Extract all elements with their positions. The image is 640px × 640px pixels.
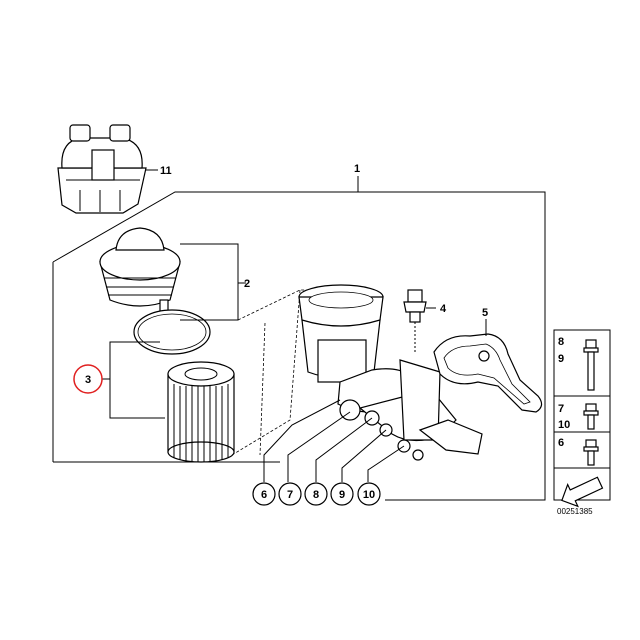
highlight-circle-3 <box>73 364 103 394</box>
label-6: 6 <box>261 489 267 501</box>
assembly-frame <box>52 176 546 501</box>
label-3: 3 <box>85 374 91 386</box>
filter-cap <box>99 227 211 355</box>
legend-label-7: 7 <box>558 403 564 415</box>
oil-pressure-sensor <box>403 289 427 352</box>
callout-8: 8 <box>304 482 328 506</box>
oil-filter-housing <box>298 284 483 461</box>
callout-10: 10 <box>357 482 381 506</box>
housing-gasket <box>433 333 543 413</box>
medium-bolt-icon <box>583 403 599 430</box>
callout-6: 6 <box>252 482 276 506</box>
label-1: 1 <box>354 163 360 175</box>
callout-leaders <box>263 399 405 482</box>
legend-panel: 8 9 7 10 6 <box>553 329 611 508</box>
label-5: 5 <box>482 307 488 319</box>
short-bolt-icon <box>583 439 599 466</box>
label-7: 7 <box>287 489 293 501</box>
reference-number: 00251385 <box>557 507 593 516</box>
legend-label-10: 10 <box>558 419 570 431</box>
legend-label-6: 6 <box>558 437 564 449</box>
legend-label-8: 8 <box>558 336 564 348</box>
callout-7: 7 <box>278 482 302 506</box>
label-9: 9 <box>339 489 345 501</box>
legend-label-9: 9 <box>558 353 564 365</box>
arrow-icon <box>561 476 604 508</box>
callout-9: 9 <box>330 482 354 506</box>
label-8: 8 <box>313 489 319 501</box>
label-4: 4 <box>440 303 447 315</box>
long-bolt-icon <box>583 339 599 391</box>
filter-wrench-tool <box>57 124 147 214</box>
label-11: 11 <box>160 165 172 177</box>
filter-element <box>167 361 235 463</box>
label-10: 10 <box>363 489 375 501</box>
label-2: 2 <box>244 278 250 290</box>
